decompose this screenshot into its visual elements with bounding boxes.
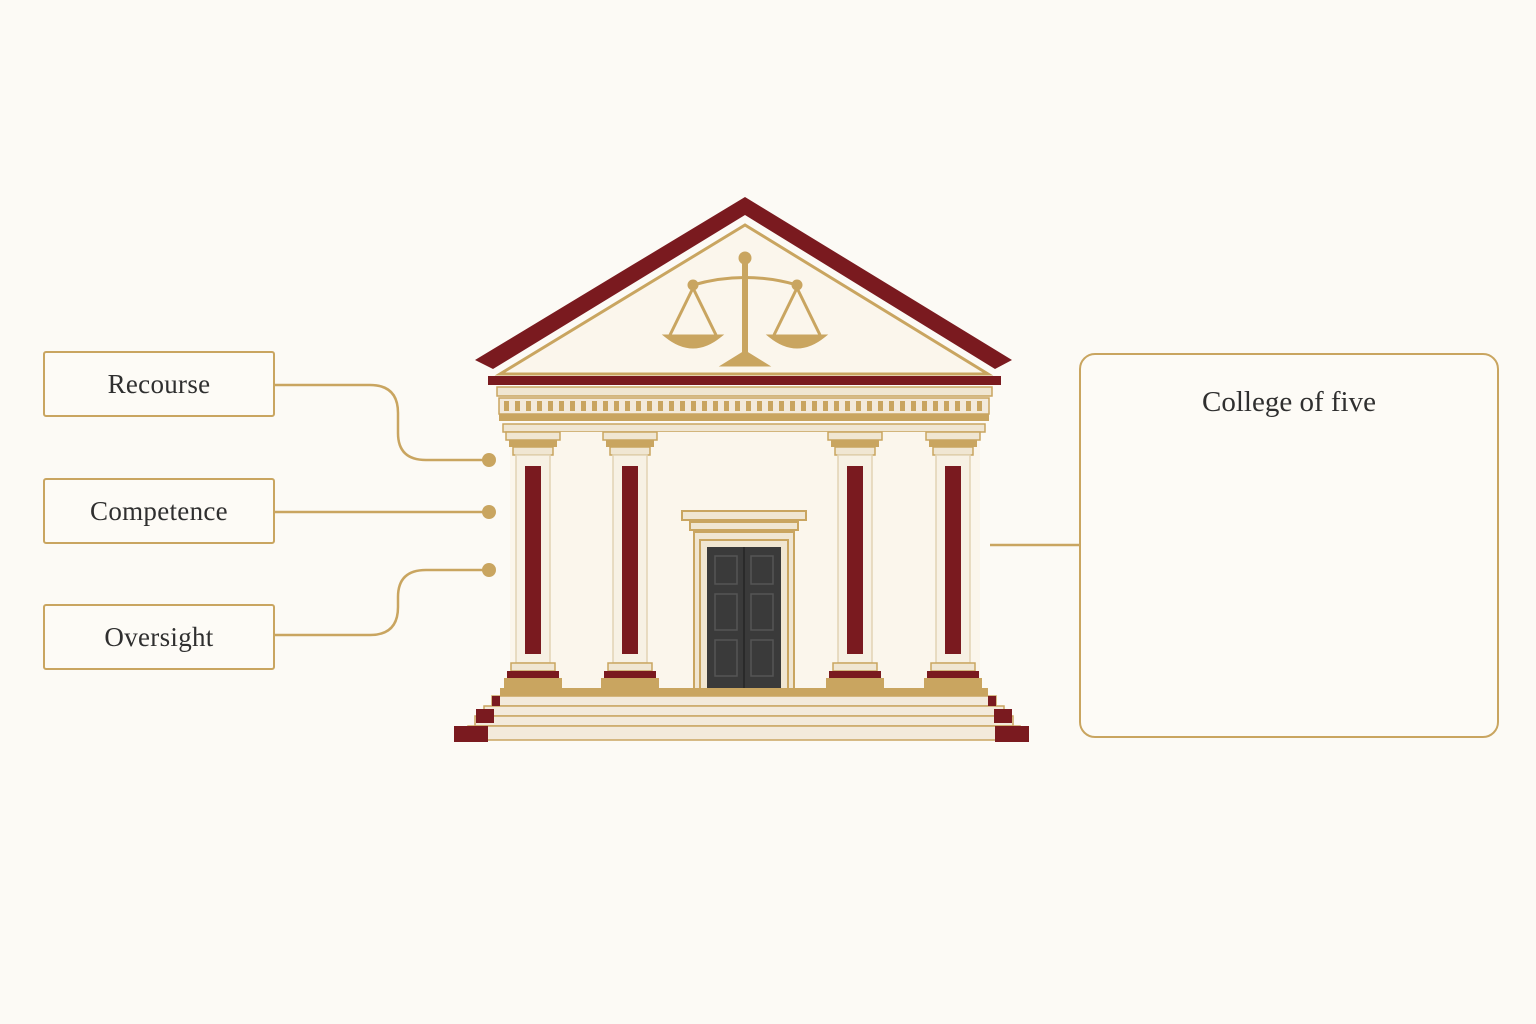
college-panel (1079, 353, 1499, 738)
competence-label: Competence (90, 495, 228, 526)
column (826, 431, 884, 688)
steps (491, 695, 997, 707)
connector-oversight (275, 568, 489, 637)
connector-dot (482, 505, 496, 519)
scales-of-justice-icon (661, 251, 829, 367)
recourse-label-box: Recourse (43, 351, 275, 417)
connector-recourse (275, 383, 489, 462)
college-title: College of five (1202, 386, 1376, 418)
connectors (275, 383, 1079, 637)
connector-dots (482, 453, 496, 577)
connector-dot (482, 563, 496, 577)
competence-label-box: Competence (43, 478, 275, 544)
column (504, 431, 562, 688)
columns (504, 431, 982, 688)
column (601, 431, 659, 688)
recourse-label: Recourse (107, 368, 211, 399)
entablature-top (488, 376, 1001, 385)
dentils (504, 401, 982, 411)
oversight-label: Oversight (104, 621, 214, 652)
column (924, 431, 982, 688)
courthouse-building (454, 197, 1029, 742)
connector-dot (482, 453, 496, 467)
oversight-label-box: Oversight (43, 604, 275, 670)
